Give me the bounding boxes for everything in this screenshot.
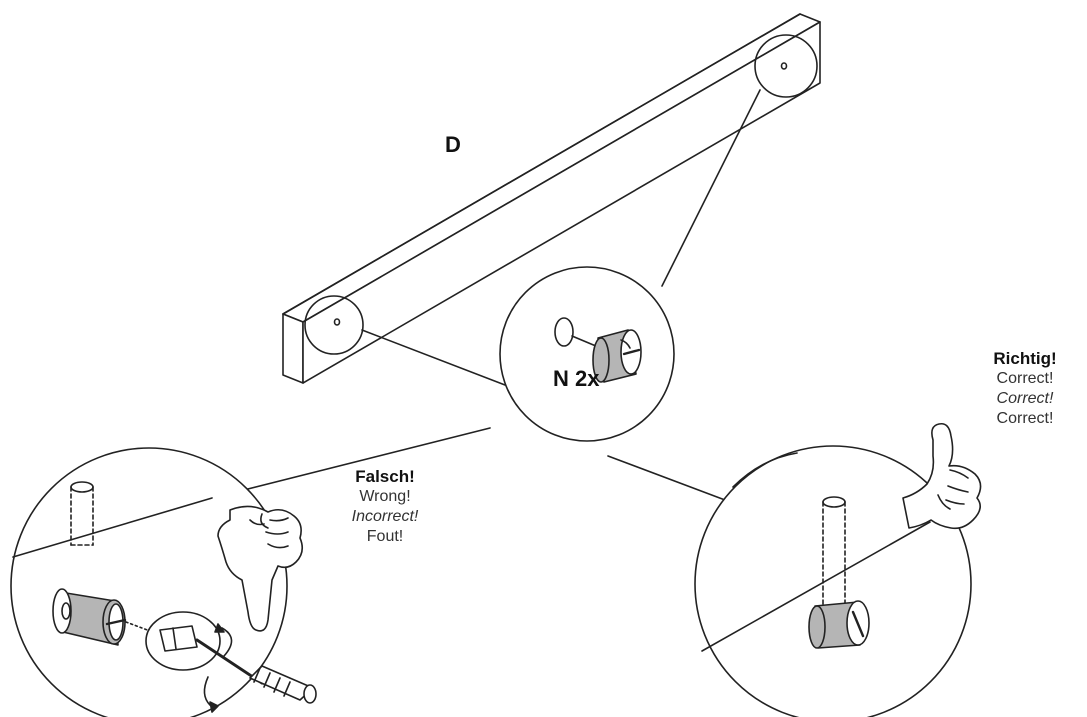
board-hole-detail-right (754, 34, 818, 98)
board-hole-detail-left (304, 295, 364, 355)
thumbs-up-hand-icon (902, 422, 982, 530)
hole-outline (554, 317, 574, 347)
cam-dowel-wrong (52, 588, 159, 646)
leader-line (661, 89, 761, 287)
board-hole-right (780, 62, 788, 70)
right-text-fr: Correct! (996, 390, 1054, 407)
wrong-heading: Falsch! (355, 467, 415, 486)
right-heading: Richtig! (993, 349, 1057, 368)
cam-dowel-center (592, 329, 642, 383)
zoom-circle-center (499, 266, 675, 442)
screwdriver-inset (145, 611, 317, 704)
right-text-en: Correct! (996, 370, 1054, 387)
wrong-text-nl: Fout! (366, 528, 404, 545)
board-hole-left (333, 318, 341, 326)
dowel-pin-wrong (70, 481, 94, 546)
part-label: D (445, 132, 461, 157)
wrong-text-en: Wrong! (359, 488, 411, 505)
right-text-nl: Correct! (996, 410, 1054, 427)
dowel-pin-right (822, 496, 846, 606)
zoom-circle-right (694, 445, 972, 717)
wrong-caption: Falsch! Wrong! Incorrect! Fout! (330, 467, 440, 547)
right-caption: Richtig! Correct! Correct! Correct! (985, 349, 1065, 429)
thumbs-down-hand-icon (217, 505, 304, 632)
leader-line (211, 427, 491, 499)
leader-line (361, 329, 506, 386)
rotate-arrow-icon (221, 627, 233, 657)
cam-dowel-right (808, 600, 870, 649)
board-d (282, 13, 821, 384)
wrong-text-fr: Incorrect! (351, 508, 419, 525)
quantity-label: N 2x (553, 366, 600, 391)
leader-line (607, 455, 726, 501)
rotate-arrow-icon (203, 676, 211, 706)
